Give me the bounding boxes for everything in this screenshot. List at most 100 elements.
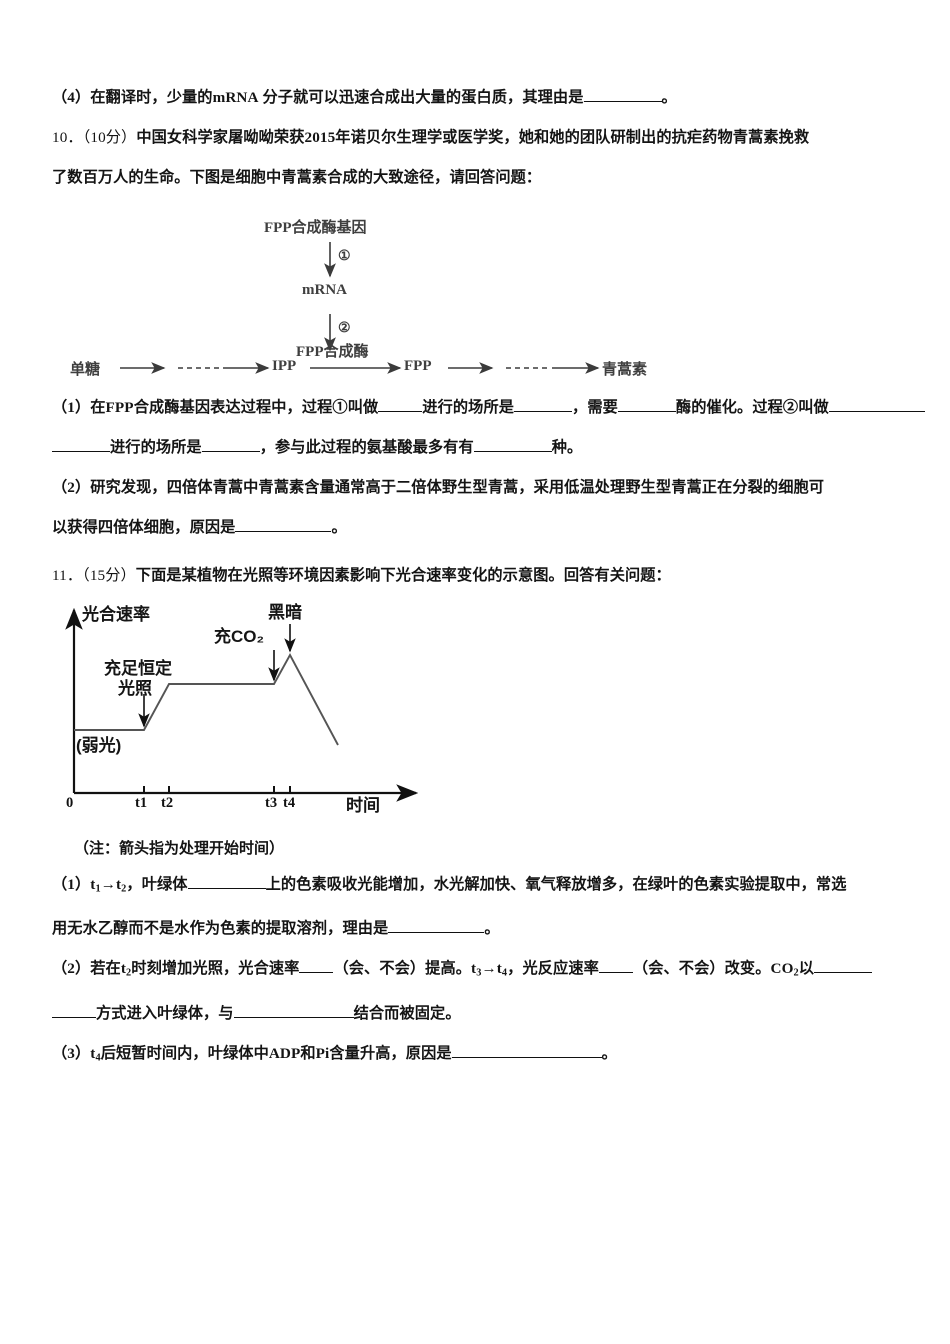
q11-p2-seg4: →t [481, 960, 502, 978]
pathway-svg [120, 242, 600, 374]
chart-tick-t3: t3 [265, 795, 278, 811]
question-10-part-2-line2: 以获得四倍体细胞，原因是 。 [52, 508, 902, 548]
chart-origin-label: 0 [66, 795, 74, 811]
q11-p2-seg5: ，光反应速率 [507, 960, 599, 978]
pathway-step-2-label: ② [338, 321, 351, 336]
question-11-stem-text: 下面是某植物在光照等环境因素影响下光合速率变化的示意图。回答有关问题： [135, 567, 671, 584]
question-10-stem-line2: 了数百万人的生命。下图是细胞中青蒿素合成的大致途径，请回答问题： [52, 158, 902, 198]
question-11-part-1-line1: （1）t1→t2，叶绿体 上的色素吸收光能增加，水光解加快、氧气释放增多，在绿叶的… [52, 865, 902, 909]
chart-annotation-dark: 黑暗 [268, 603, 302, 622]
q10-p2-line2: 以获得四倍体细胞，原因是 [52, 519, 236, 536]
chart-tick-t4: t4 [283, 795, 296, 811]
q11-p1-sub2: 2 [121, 883, 127, 895]
answer-blank[interactable] [598, 957, 633, 974]
question-10-stem-text1: 中国女科学家屠呦呦荣获2015年诺贝尔生理学或医学奖，她和她的团队研制出的抗疟药… [136, 129, 810, 146]
answer-blank[interactable] [828, 396, 925, 412]
q11-p1-seg2: ，叶绿体 [126, 876, 188, 893]
q9-part4-middle: 分子就可以迅速合成出大量的蛋白质，其理由是 [262, 89, 584, 106]
chart-x-axis-label: 时间 [346, 796, 380, 815]
answer-blank[interactable] [201, 436, 260, 452]
q9-part4-mrna: mRNA [212, 89, 259, 106]
pathway-label-mrna: mRNA [302, 282, 347, 298]
q10-p1-seg1: （1）在FPP合成酶基因表达过程中，过程①叫做 [52, 399, 379, 416]
q11-p2-sub1: 2 [126, 967, 132, 979]
q11-p2-seg6: （会、不会）改变。CO [632, 960, 794, 978]
chart-annotation-constant-light-line2: 光照 [118, 679, 152, 698]
question-11-part-2-line1: （2）若在t2时刻增加光照，光合速率（会、不会）提高。t3→t4，光反应速率（会… [52, 949, 902, 993]
pathway-node-fpp: FPP [404, 358, 432, 374]
answer-blank[interactable] [299, 957, 334, 974]
question-11-part-1-line2: 用无水乙醇而不是水作为色素的提取溶剂，理由是 。 [52, 909, 902, 949]
chart-annotation-weak-light: (弱光) [76, 736, 122, 755]
q11-p3-seg1: （3）t [52, 1044, 96, 1062]
q11-p1-arrow: →t [100, 876, 122, 893]
answer-blank[interactable] [514, 396, 573, 412]
q11-p1-suffix: 。 [484, 920, 500, 938]
pathway-label-gene: FPP合成酶基因 [264, 220, 367, 236]
question-11-score: （15分） [82, 567, 136, 584]
pathway-step-1-label: ① [338, 249, 351, 264]
answer-blank[interactable] [233, 1001, 354, 1018]
pathway-node-monosaccharide: 单糖 [70, 362, 101, 378]
photosynthesis-curve [74, 653, 339, 746]
q11-p2-seg1: （2）若在t [52, 960, 127, 978]
q11-p2-line2b: 结合而被固定。 [353, 1004, 461, 1022]
answer-blank[interactable] [52, 1001, 96, 1018]
q11-p3-seg2: 后短暂时间内，叶绿体中ADP和Pi含量升高，原因是 [100, 1044, 452, 1062]
answer-blank[interactable] [187, 873, 266, 889]
q11-p2-sub3: 4 [501, 967, 508, 979]
answer-blank[interactable] [388, 917, 485, 934]
q10-p1-seg2: 进行的场所是 [422, 399, 515, 416]
q10-p1-seg5: 进行的场所是 [110, 439, 202, 456]
q10-p2-suffix: 。 [331, 519, 347, 536]
q11-p1-line2a: 用无水乙醇而不是水作为色素的提取溶剂，理由是 [52, 920, 389, 938]
q11-p2-line2a: 方式进入叶绿体，与 [96, 1004, 234, 1022]
q10-p1-seg7: 种。 [551, 439, 583, 456]
answer-blank[interactable] [235, 516, 332, 532]
answer-blank[interactable] [814, 957, 873, 974]
chart-note: （注：箭头指为处理开始时间） [74, 841, 285, 857]
q9-part4-suffix: 。 [661, 89, 677, 106]
q10-p1-seg3: ，需要 [572, 399, 618, 416]
chart-annotation-constant-light-line1: 充足恒定 [104, 659, 172, 678]
chart-tick-t2: t2 [161, 795, 174, 811]
answer-blank[interactable] [583, 86, 662, 102]
chart-annotation-co2: 充CO₂ [214, 627, 265, 646]
question-11-part-3: （3）t4后短暂时间内，叶绿体中ADP和Pi含量升高，原因是 。 [52, 1034, 902, 1078]
photosynthesis-rate-chart: 光合速率 时间 0 t1 t2 t3 t4 (弱光) 充足恒定 光照 充CO₂ … [56, 598, 476, 833]
q11-p3-sub1: 4 [95, 1051, 101, 1063]
question-10-part-2-line1: （2）研究发现，四倍体青蒿中青蒿素含量通常高于二倍体野生型青蒿，采用低温处理野生… [52, 468, 902, 508]
pathway-node-ipp: IPP [272, 358, 297, 374]
pathway-node-artemisinin: 青蒿素 [602, 362, 648, 378]
q10-p2-line1: （2）研究发现，四倍体青蒿中青蒿素含量通常高于二倍体野生型青蒿，采用低温处理野生… [52, 479, 825, 496]
q11-p2-sub4: 2 [793, 967, 799, 979]
q11-p1-seg1: （1）t [52, 876, 96, 893]
chart-y-axis-label: 光合速率 [82, 605, 150, 624]
q11-p3-suffix: 。 [601, 1044, 617, 1062]
q10-p1-seg6: ，参与此过程的氨基酸最多有有 [259, 439, 474, 456]
answer-blank[interactable] [52, 436, 110, 452]
pathway-label-enzyme: FPP合成酶 [296, 344, 369, 360]
q9-part4-prefix: （4）在翻译时，少量的 [52, 89, 213, 106]
chart-tick-t1: t1 [135, 795, 148, 811]
answer-blank[interactable] [617, 396, 676, 412]
question-10-number: 10． [52, 129, 83, 146]
q11-p2-seg2: 时刻增加光照，光合速率 [131, 960, 300, 978]
answer-blank[interactable] [451, 1041, 602, 1058]
q11-p2-sub2: 3 [476, 967, 482, 979]
question-9-part-4: （4）在翻译时，少量的mRNA 分子就可以迅速合成出大量的蛋白质，其理由是 。 [52, 78, 902, 118]
answer-blank[interactable] [378, 396, 423, 412]
question-11-stem: 11．（15分）下面是某植物在光照等环境因素影响下光合速率变化的示意图。回答有关… [52, 556, 902, 596]
q11-p2-seg7: 以 [798, 960, 815, 978]
question-10-stem-line1: 10．（10分）中国女科学家屠呦呦荣获2015年诺贝尔生理学或医学奖，她和她的团… [52, 118, 902, 158]
q11-p1-seg3: 上的色素吸收光能增加，水光解加快、氧气释放增多，在绿叶的色素实验提取中，常选 [265, 876, 847, 893]
question-10-part-1-line1: （1）在FPP合成酶基因表达过程中，过程①叫做 进行的场所是 ，需要 酶的催化。过程②… [52, 388, 925, 428]
answer-blank[interactable] [473, 436, 552, 452]
q10-p1-seg4: 酶的催化。过程②叫做 [675, 399, 829, 416]
artemisinin-pathway-diagram: FPP合成酶基因 ① mRNA ② FPP合成酶 单糖 IPP FPP 青蒿素 [60, 204, 680, 384]
question-10-stem-text2: 了数百万人的生命。下图是细胞中青蒿素合成的大致途径，请回答问题： [52, 169, 542, 186]
q11-p1-sub1: 1 [95, 883, 101, 895]
question-10-part-1-line2: 进行的场所是 ，参与此过程的氨基酸最多有有 种。 [52, 428, 902, 468]
chart-svg [65, 607, 419, 802]
